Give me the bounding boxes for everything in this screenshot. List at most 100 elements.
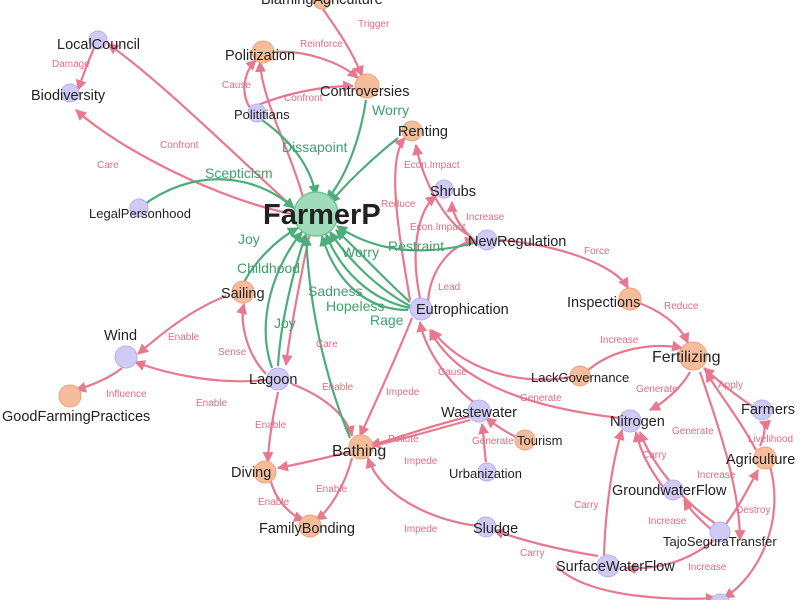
- node-bathing[interactable]: [348, 434, 374, 460]
- node-label-fertilizing: Fertilizing: [652, 349, 720, 366]
- node-offscreen-bottom[interactable]: [710, 593, 730, 600]
- node-label-bathing: Bathing: [332, 443, 386, 460]
- edge-label: Trigger: [358, 19, 390, 30]
- edge-labels: Trigger Reinforce Damage Cause Confront …: [52, 19, 793, 573]
- node-lagoon[interactable]: [266, 367, 290, 391]
- node-label-tourism: Tourism: [517, 433, 563, 448]
- edge-sailing-wind: [137, 294, 227, 355]
- edge-label: Econ.Impact: [404, 160, 460, 171]
- node-surfacewaterflow[interactable]: [596, 554, 620, 578]
- node-shrubs[interactable]: [434, 179, 454, 199]
- node-label-agriculture: Agriculture: [726, 452, 795, 468]
- node-legalpersonhood[interactable]: [129, 198, 149, 218]
- node-farmers[interactable]: [751, 399, 773, 421]
- node-polititians[interactable]: [247, 103, 267, 123]
- edge-farmerp-biodiversity: [75, 109, 293, 216]
- node-label-diving: Diving: [231, 465, 271, 481]
- node-inspections[interactable]: [618, 287, 642, 311]
- node-eutrophication[interactable]: [409, 297, 433, 321]
- node-agriculture[interactable]: [753, 446, 777, 470]
- edge-farmers-fertilizing: [703, 367, 753, 407]
- node-label-legalpersonhood: LegalPersonhood: [89, 206, 191, 221]
- node-label-groundwaterflow: GroundwaterFlow: [612, 483, 727, 499]
- node-sludge[interactable]: [475, 516, 497, 538]
- edge-lackgovernance-fertilizing: [585, 340, 684, 373]
- edge-label: Enable: [258, 497, 290, 508]
- node-label-inspections: Inspections: [567, 295, 640, 311]
- edge-label: Reinforce: [300, 39, 343, 50]
- edge-newregulation-renting: [412, 143, 471, 237]
- node-diving[interactable]: [253, 460, 277, 484]
- edge-label: Impede: [386, 387, 420, 398]
- edge-label: Cause: [438, 367, 467, 378]
- edge-urbanization-wastewater: [478, 422, 490, 463]
- edge-label: Carry: [574, 500, 598, 511]
- edge-label: Econ.Impact: [410, 222, 466, 233]
- node-lackgovernance[interactable]: [569, 365, 591, 387]
- edge-diving-familybonding: [268, 477, 306, 522]
- node-familybonding[interactable]: [298, 514, 322, 538]
- node-wastewater[interactable]: [467, 399, 491, 423]
- node-fertilizing[interactable]: [678, 341, 708, 371]
- edge-wastewater-bathing: [368, 414, 473, 449]
- node-controversies[interactable]: [354, 73, 380, 99]
- edge-label: Enable: [168, 332, 200, 343]
- edge-label: Carry: [520, 548, 544, 559]
- edge-wind-goodfarmingpractices: [74, 367, 123, 393]
- edge-lagoon-farmerp-2: [276, 232, 308, 367]
- node-tajosegura[interactable]: [709, 521, 731, 543]
- edge-label: Increase: [688, 562, 727, 573]
- edge-label: Carry: [642, 450, 666, 461]
- edge-label: Livelihood: [748, 434, 793, 445]
- node-label-farmerp: FarmerP: [263, 199, 381, 231]
- node-farmerp[interactable]: [293, 191, 339, 237]
- edge-polititians-politization: [243, 59, 257, 109]
- node-label-tajosegura: TajoSeguraTransfer: [663, 534, 777, 549]
- node-label-eutrophication: Eutrophication: [416, 302, 509, 318]
- edge-label: Confront: [160, 140, 199, 151]
- node-sailing[interactable]: [231, 280, 255, 304]
- edge-label: Care: [97, 160, 119, 171]
- edge-label: Worry: [372, 102, 409, 118]
- node-wind[interactable]: [114, 345, 138, 369]
- edge-label: Sense: [218, 347, 247, 358]
- edge-label: Dissapoint: [282, 139, 347, 155]
- node-localcouncil[interactable]: [88, 30, 108, 50]
- node-label-shrubs: Shrubs: [430, 184, 476, 200]
- node-groundwaterflow[interactable]: [662, 479, 684, 501]
- edge-label: Generate: [520, 393, 562, 404]
- edge-farmerp-politization: [255, 60, 305, 198]
- edge-label: Impede: [404, 456, 438, 467]
- node-urbanization[interactable]: [477, 462, 497, 482]
- edge-agriculture-destroy: [723, 465, 776, 599]
- edge-sludge-bathing: [365, 456, 479, 528]
- edge-label: Childhood: [237, 260, 300, 276]
- edge-inspections-fertilizing: [635, 300, 690, 345]
- edge-label: Increase: [600, 335, 639, 346]
- edge-label: Sadness: [308, 283, 362, 299]
- node-politization[interactable]: [251, 40, 275, 64]
- edge-lagoon-wind: [133, 360, 267, 383]
- edge-eutrophication-farmerp-2: [324, 232, 411, 310]
- node-newregulation[interactable]: [476, 229, 498, 251]
- node-nitrogen[interactable]: [618, 409, 642, 433]
- node-label-urbanization: Urbanization: [449, 466, 522, 481]
- node-blamingagriculture[interactable]: [312, 0, 332, 10]
- node-goodfarmingpractices[interactable]: [58, 384, 82, 408]
- edge-eutrophication-farmerp-3: [319, 234, 409, 312]
- node-label-polititians: Polititians: [234, 107, 290, 122]
- node-label-sludge: Sludge: [473, 521, 518, 537]
- edge-label: Reduce: [381, 199, 416, 210]
- node-label-renting: Renting: [398, 124, 448, 140]
- node-biodiversity[interactable]: [60, 83, 80, 103]
- node-renting[interactable]: [401, 120, 423, 142]
- edge-label: Restraint: [388, 238, 444, 254]
- edge-tajosegura-groundwaterflow: [683, 499, 713, 531]
- node-label-surfacewaterflow: SurfaceWaterFlow: [556, 559, 675, 575]
- edge-farmerp-localcouncil: [107, 43, 297, 211]
- node-tourism[interactable]: [514, 429, 536, 451]
- edge-bathing-familybonding: [315, 457, 354, 521]
- edge-bottom-loop: [555, 565, 718, 600]
- edge-label: Destroy: [736, 505, 770, 516]
